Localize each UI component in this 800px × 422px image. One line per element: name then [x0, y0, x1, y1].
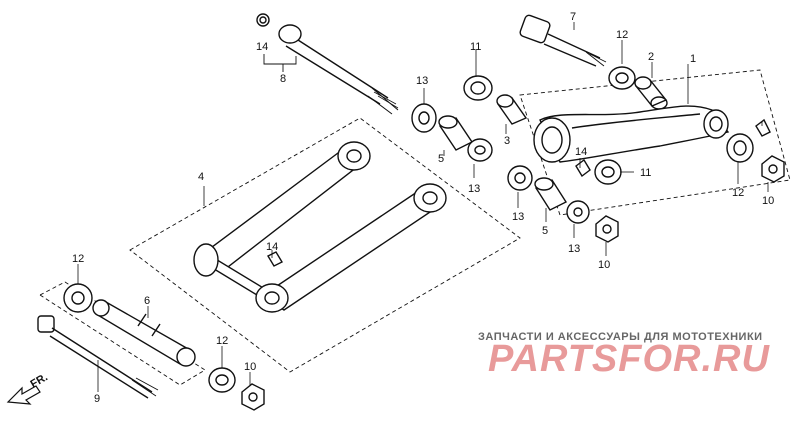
seal-11-mid: [594, 159, 622, 185]
seal-12-right: [726, 133, 754, 163]
dash-box-arm: [519, 69, 791, 216]
callout-12-c12d: 12: [216, 335, 228, 347]
nut-10-right: [761, 155, 785, 183]
seal-12-top: [608, 66, 636, 90]
callout-12-c12c: 12: [72, 253, 84, 265]
watermark-brand: PARTSFOR.RU: [488, 338, 770, 380]
callout-5-c5a: 5: [438, 153, 444, 165]
front-direction-arrow: [6, 385, 41, 405]
collar-2: [634, 76, 668, 110]
callout-4-c4: 4: [198, 171, 204, 183]
nut-10-bottom: [241, 383, 265, 411]
callout-2-c2: 2: [648, 51, 654, 63]
callout-13-c13a: 13: [416, 75, 428, 87]
nut-10-mid: [595, 215, 619, 243]
leader-14-8: [263, 54, 297, 65]
grease-nipple-14-link: [267, 251, 283, 267]
callout-14-c14b: 14: [575, 146, 587, 158]
watermark-tagline: ЗАПЧАСТИ И АКСЕССУАРЫ ДЛЯ МОТОТЕХНИКИ: [478, 331, 763, 343]
callout-13-c13d: 13: [568, 243, 580, 255]
bushing-5-a: [438, 115, 474, 151]
seal-13-c: [507, 165, 533, 191]
washer-13-d: [566, 200, 590, 224]
callout-14-c14c: 14: [266, 241, 278, 253]
callout-1-c1: 1: [690, 53, 696, 65]
washer-13-b: [467, 138, 493, 162]
callout-10-c10a: 10: [762, 195, 774, 207]
callout-10-c10c: 10: [244, 361, 256, 373]
callout-8-c8: 8: [280, 73, 286, 85]
front-direction-label: FR.: [29, 371, 50, 390]
link-4: [193, 141, 447, 313]
callout-10-c10b: 10: [598, 259, 610, 271]
dash-box-link: [129, 117, 521, 373]
callout-9-c9: 9: [94, 393, 100, 405]
bushing-5-b: [534, 177, 568, 211]
callout-12-c12a: 12: [616, 29, 628, 41]
seal-13-a: [411, 103, 437, 133]
seal-11-top: [463, 75, 493, 101]
bushing-3: [496, 94, 528, 125]
callout-3-c3: 3: [504, 135, 510, 147]
callout-7-c7: 7: [570, 11, 576, 23]
grease-nipple-14-mid: [575, 158, 591, 178]
callout-14-c14a: 14: [256, 41, 268, 53]
callout-13-c13b: 13: [468, 183, 480, 195]
seal-12-bottom: [208, 367, 236, 393]
callout-12-c12b: 12: [732, 187, 744, 199]
callout-5-c5b: 5: [542, 225, 548, 237]
callout-11-c11a: 11: [470, 41, 481, 53]
callout-13-c13c: 13: [512, 211, 524, 223]
grease-nipple-14-top: [256, 13, 270, 27]
leader-lines: [77, 22, 769, 392]
pipe-6: [92, 299, 196, 367]
arm-1: [533, 105, 730, 163]
callout-11-c11b: 11: [640, 167, 651, 179]
grease-nipple-14-right: [755, 118, 771, 137]
bolt-9: [37, 315, 159, 399]
callout-6-c6: 6: [144, 295, 150, 307]
seal-12-lower-left: [63, 283, 93, 313]
bolt-8: [278, 24, 399, 115]
bolt-7: [519, 14, 607, 67]
